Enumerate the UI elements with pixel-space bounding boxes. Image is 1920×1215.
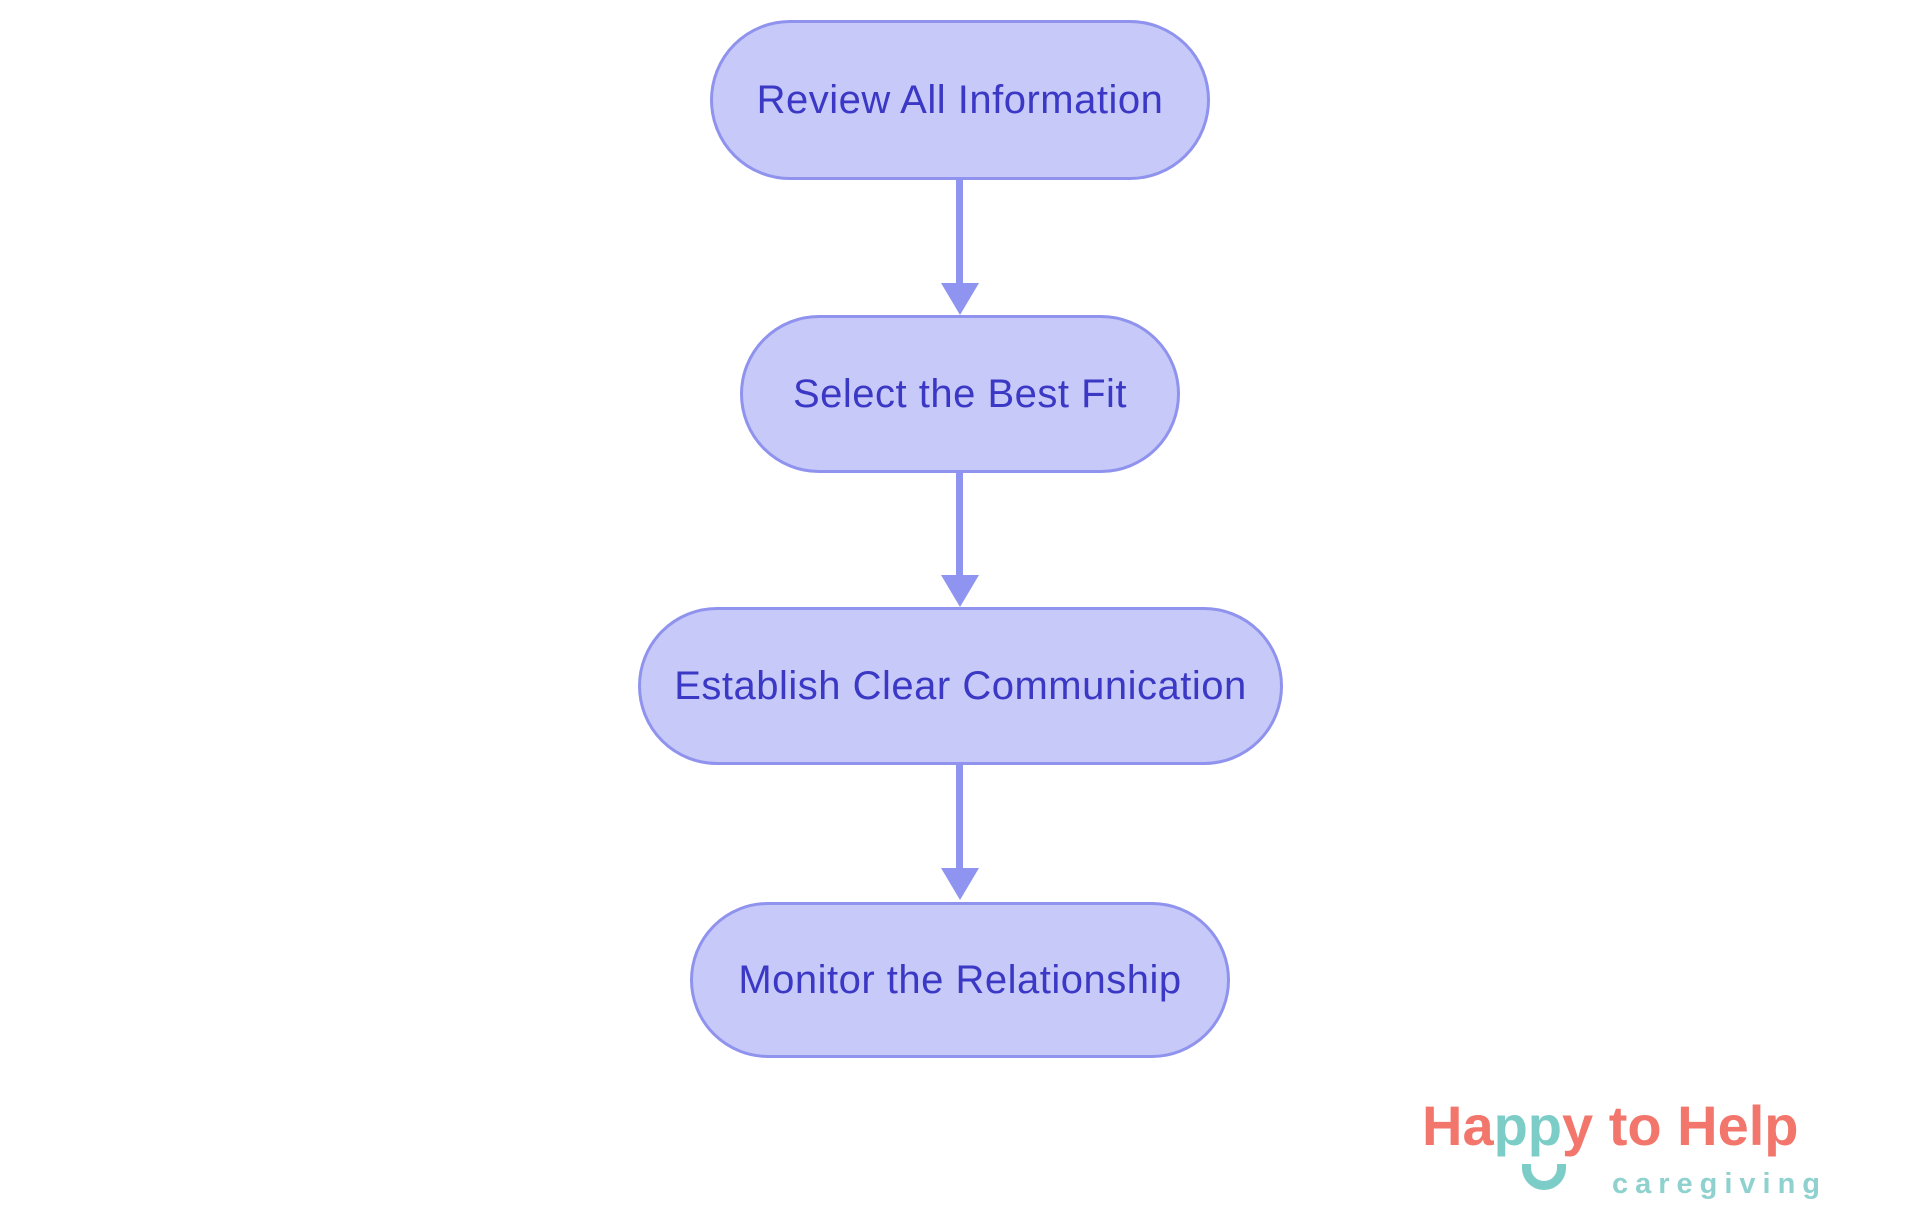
flow-node-label: Select the Best Fit [792, 371, 1128, 416]
flow-node-label: Review All Information [756, 77, 1164, 122]
arrow-down-icon [941, 868, 979, 900]
logo-tagline: caregiving [1611, 1168, 1827, 1200]
flow-node-select-the-best-fit: Select the Best Fit [740, 315, 1180, 473]
arrow-shaft [956, 180, 963, 285]
logo-wordmark: Happy to Help [1422, 1098, 1877, 1154]
arrow-down-icon [941, 283, 979, 315]
arrow-shaft [956, 473, 963, 577]
arrow-down-icon [941, 575, 979, 607]
flow-node-label: Monitor the Relationship [738, 957, 1182, 1002]
arrow-shaft [956, 765, 963, 870]
logo-text-ha: Ha [1422, 1094, 1494, 1157]
logo-text-y-to-help: y to Help [1562, 1094, 1799, 1157]
happy-to-help-logo: Happy to Help caregiving [1422, 1098, 1877, 1210]
flow-node-establish-clear-communication: Establish Clear Communication [638, 607, 1283, 765]
flow-node-monitor-the-relationship: Monitor the Relationship [690, 902, 1230, 1058]
flow-node-label: Establish Clear Communication [674, 663, 1247, 708]
smile-icon [1522, 1164, 1566, 1190]
flow-node-review-all-information: Review All Information [710, 20, 1210, 180]
logo-text-pp: pp [1493, 1094, 1563, 1157]
